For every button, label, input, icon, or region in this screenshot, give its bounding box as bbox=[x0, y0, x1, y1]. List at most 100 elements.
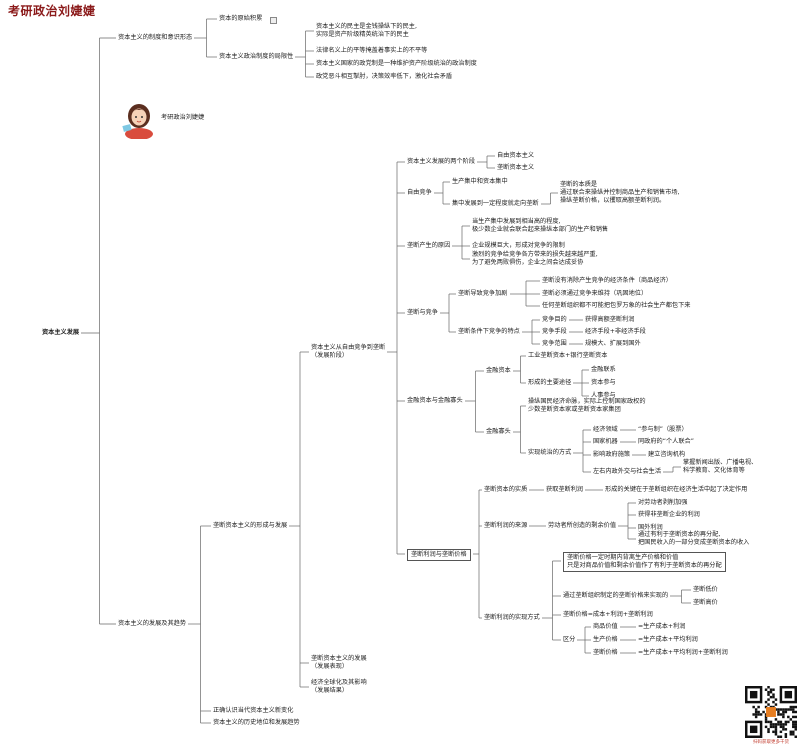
node-text-line: 左右内政外交与社会生活 bbox=[593, 468, 662, 475]
mindmap-node-b3: 资本主义的历史地位和发展趋势 bbox=[213, 719, 300, 727]
mindmap-node-c421: 竞争目的 bbox=[542, 316, 567, 324]
node-text-line: 垄断的本质是 bbox=[560, 181, 598, 188]
node-text-line: 资本主义发展 bbox=[42, 329, 80, 336]
node-text-line: 资本主义的历史地位和发展趋势 bbox=[213, 719, 300, 726]
node-text-line: 垄断高价 bbox=[693, 599, 718, 606]
mindmap-node-c512: 形成的主要途径 bbox=[528, 379, 571, 387]
mindmap-node-b13: 经济全球化及其影响（发展结果） bbox=[311, 679, 367, 695]
mindmap-node-a21: 资本主义的民主是金钱操纵下的民主,实际是资产阶级精英统治下的民主 bbox=[316, 23, 417, 39]
mindmap-node-c5: 金融资本与金融寡头 bbox=[407, 397, 463, 405]
node-text-line: 对劳动者剥削加强 bbox=[638, 499, 688, 506]
mindmap-node-c6111: 形成的关键在于垄断组织在经济生活中起了决定作用 bbox=[605, 486, 747, 494]
node-text-line: 建立咨询机构 bbox=[648, 451, 686, 458]
mindmap-node-c5223: 影响政府施策 bbox=[593, 451, 630, 459]
node-text-line: 资本主义的发展及其趋势 bbox=[118, 620, 187, 627]
node-text-line: 竞争手段 bbox=[542, 328, 567, 335]
mindmap-node-c522: 实现统治的方式 bbox=[528, 449, 571, 457]
node-text-line: 资本的原始积累 bbox=[219, 15, 263, 22]
mindmap-node-c63411: =生产成本+利润 bbox=[638, 623, 686, 631]
mindmap-node-c5123: 人事参与 bbox=[591, 392, 616, 400]
node-text-line: 极少数企业就会联合起来操纵本部门的生产和销售 bbox=[472, 226, 609, 233]
mindmap-node-c521: 操纵国民经济命脉，实际上控制国家政权的少数垄断资本家或垄断资本家集团 bbox=[528, 398, 646, 414]
mindmap-node-c31: 当生产集中发展到相当高的程度,极少数企业就会联合起来操纵本部门的生产和销售 bbox=[472, 218, 608, 234]
node-text-line: 为了避免两败俱伤，企业之间会达成妥协 bbox=[472, 259, 584, 266]
mindmap-node-c6343: 垄断价格 bbox=[593, 649, 618, 657]
node-text-line: 垄断产生的原因 bbox=[407, 242, 451, 249]
mindmap-node-c221: 垄断的本质是通过联合来操纵并控制商品生产和销售市场,操纵垄断价格，以攫取高额垄断… bbox=[560, 181, 680, 205]
mindmap-node-c6212: 获得非垄断企业的利润 bbox=[638, 511, 700, 519]
node-text-line: 垄断条件下竞争的特点 bbox=[458, 328, 520, 335]
mindmap-node-c511: 工业垄断资本+银行垄断资本 bbox=[528, 352, 607, 360]
mindmap-node-c633: 垄断价格=成本+利润+垄断利润 bbox=[563, 611, 653, 619]
node-text-line: 激烈的竞争给竞争各方带来的损失越来越严重, bbox=[472, 251, 598, 258]
node-text-line: 把国民收入的一部分变成垄断资本的收入 bbox=[638, 539, 750, 546]
node-text-line: 国外利润 bbox=[638, 524, 663, 531]
node-text-line: 金融寡头 bbox=[486, 428, 511, 435]
node-text-line: 垄断利润与垄断价格 bbox=[411, 551, 467, 558]
mindmap-node-root: 资本主义发展 bbox=[42, 329, 79, 337]
node-text-line: 获得高额垄断利润 bbox=[585, 316, 635, 323]
mindmap-node-c412: 垄断必须通过竞争来维持（巩固地位） bbox=[542, 290, 647, 298]
mindmap-node-c632: 通过垄断组织制定的垄断价格来实现的 bbox=[563, 592, 668, 600]
node-text-line: 垄断价格一定时期内背离生产价格和价值 bbox=[567, 554, 679, 561]
mindmap-node-c5224: 左右内政外交与社会生活 bbox=[593, 468, 661, 476]
mindmap-node-b11: 资本主义从自由竞争到垄断（发展阶段） bbox=[311, 344, 385, 360]
mindmap-node-c6322: 垄断高价 bbox=[693, 599, 718, 607]
qr-caption: 扫码获取更多干货 bbox=[753, 740, 789, 745]
node-text-line: 生产集中和资本集中 bbox=[452, 178, 508, 185]
mindmap-node-c61: 垄断资本的实质 bbox=[484, 486, 527, 494]
node-text-line: 竞争目的 bbox=[542, 316, 567, 323]
node-text-line: 经济领域 bbox=[593, 426, 618, 433]
mindmap-node-c52: 金融寡头 bbox=[486, 428, 511, 436]
mindmap-node-c631: 垄断价格一定时期内背离生产价格和价值只是对商品价值和剩余价值作了有利于垄断资本的… bbox=[563, 552, 726, 572]
node-text-line: 经济全球化及其影响 bbox=[311, 679, 367, 686]
mindmap-node-c33: 激烈的竞争给竞争各方带来的损失越来越严重,为了避免两败俱伤，企业之间会达成妥协 bbox=[472, 251, 598, 267]
mindmap-node-b2: 正确认识当代资本主义新变化 bbox=[213, 707, 293, 715]
mindmap-node-a24: 政党恶斗相互掣肘，决策效率低下，激化社会矛盾 bbox=[316, 73, 452, 81]
mindmap-node-c611: 获取垄断利润 bbox=[546, 486, 583, 494]
node-text-line: =生产成本+平均利润 bbox=[638, 636, 698, 643]
node-text-line: 金融联系 bbox=[591, 366, 616, 373]
mindmap-node-c5221: 经济领域 bbox=[593, 426, 618, 434]
mindmap-node-c5122: 资本参与 bbox=[591, 379, 616, 387]
node-text-line: 只是对商品价值和剩余价值作了有利于垄断资本的再分配 bbox=[567, 562, 722, 569]
node-text-line: 当生产集中发展到相当高的程度, bbox=[472, 218, 561, 225]
mindmap-node-c52221: 同政府的“个人联合” bbox=[638, 438, 694, 446]
qr-code-icon bbox=[745, 686, 797, 738]
node-text-line: 垄断利润的实现方式 bbox=[484, 614, 540, 621]
node-text-line: 经济手段+非经济手段 bbox=[585, 328, 646, 335]
node-text-line: 区分 bbox=[563, 636, 576, 643]
node-text-line: 规模大、扩展到国外 bbox=[585, 340, 641, 347]
node-text-line: =生产成本+平均利润+垄断利润 bbox=[638, 649, 728, 656]
mindmap-node-c422: 竞争手段 bbox=[542, 328, 567, 336]
mindmap-node-c22: 集中发展到一定程度就走向垄断 bbox=[452, 200, 539, 208]
node-text-line: 资本主义的民主是金钱操纵下的民主, bbox=[316, 23, 417, 30]
node-text-line: 劳动者所创造的剩余价值 bbox=[548, 522, 617, 529]
node-text-line: 垄断价格=成本+利润+垄断利润 bbox=[563, 611, 653, 618]
mindmap-node-c2: 自由竞争 bbox=[407, 189, 432, 197]
mindmap-node-c6214: 通过有利于垄断资本的再分配,把国民收入的一部分变成垄断资本的收入 bbox=[638, 531, 749, 547]
mindmap-node-c52211: “参与制”（股票） bbox=[638, 426, 688, 434]
node-text-line: 竞争范围 bbox=[542, 340, 567, 347]
node-text-line: 自由资本主义 bbox=[497, 152, 535, 159]
node-text-line: 资本主义政治制度的局限性 bbox=[219, 53, 294, 60]
node-text-line: （发展结果） bbox=[311, 687, 349, 694]
node-text-line: 垄断导致竞争加剧 bbox=[458, 290, 508, 297]
mindmap-node-c52241: 掌握新闻出版、广播电视、科学教育、文化体育等 bbox=[683, 459, 757, 475]
node-text-line: 资本主义的制度和意识形态 bbox=[118, 34, 193, 41]
node-text-line: 获取垄断利润 bbox=[546, 486, 584, 493]
node-text-line: 垄断资本的实质 bbox=[484, 486, 528, 493]
avatar-caption: 考研政治刘婕婕 bbox=[161, 114, 205, 121]
node-text-line: 正确认识当代资本主义新变化 bbox=[213, 707, 294, 714]
mindmap-node-c621: 劳动者所创造的剩余价值 bbox=[548, 522, 616, 530]
mindmap-node-a23: 资本主义国家的政党制是一种维护资产阶级统治的政治制度 bbox=[316, 60, 477, 68]
node-text-line: 实现统治的方式 bbox=[528, 449, 572, 456]
mindmap-node-c5121: 金融联系 bbox=[591, 366, 616, 374]
node-text-line: 通过有利于垄断资本的再分配, bbox=[638, 531, 721, 538]
node-text-line: （发展表现） bbox=[311, 663, 349, 670]
node-text-line: 商品价值 bbox=[593, 623, 618, 630]
mindmap-node-a1: 资本的原始积累 bbox=[219, 15, 262, 23]
mindmap-node-c3: 垄断产生的原因 bbox=[407, 242, 450, 250]
node-text-line: 生产价格 bbox=[593, 636, 618, 643]
node-text-line: 垄断低价 bbox=[693, 586, 718, 593]
